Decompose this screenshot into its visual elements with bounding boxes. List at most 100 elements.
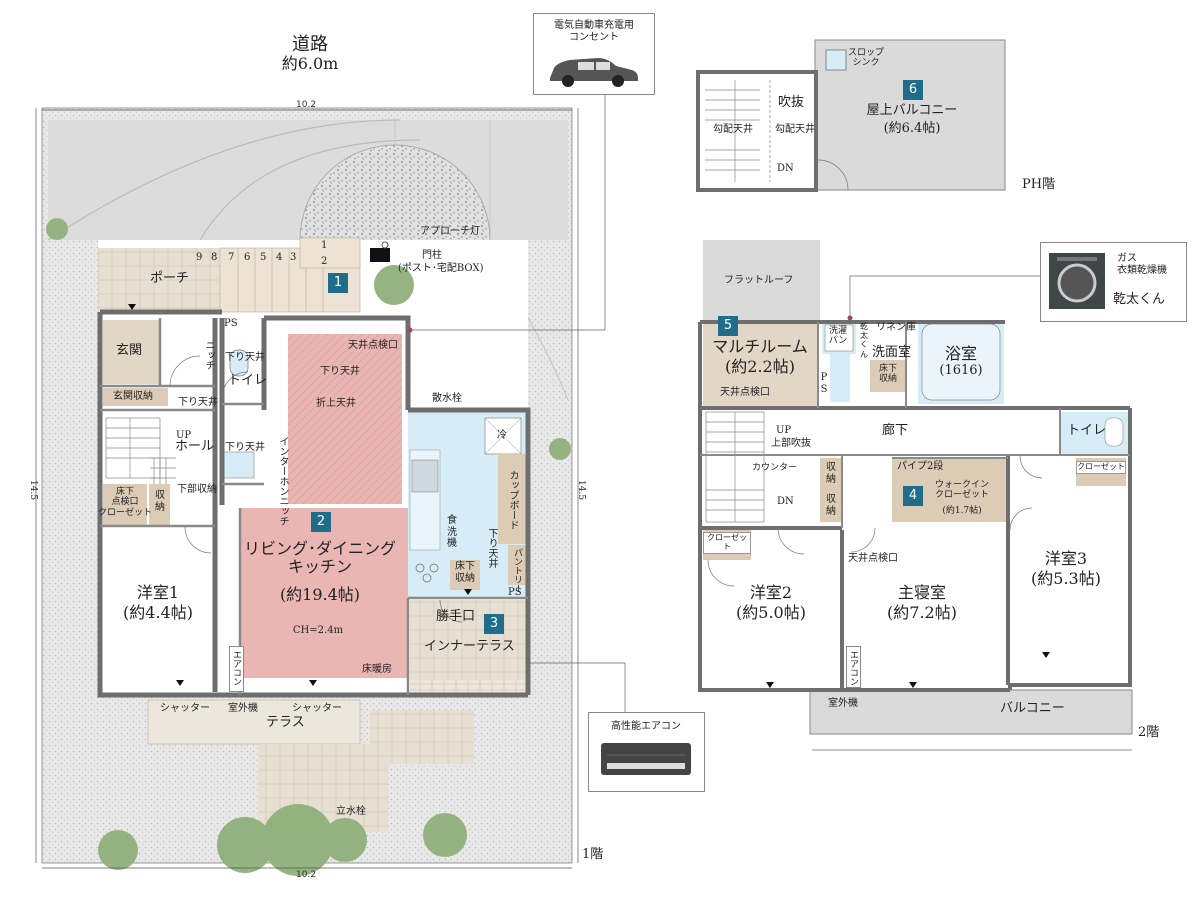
badge-1: 1 [328, 273, 348, 293]
master-size: (約7.2帖) [887, 603, 957, 622]
slop-sink-label: スロップ シンク [847, 48, 885, 69]
approach-light-label: アプローチ灯 [420, 226, 480, 237]
inner-terrace-label: インナーテラス [424, 639, 515, 654]
dryer-icon [1049, 253, 1105, 309]
badge-2: 2 [311, 512, 331, 532]
step-8: 8 [211, 252, 218, 263]
roof-balcony-size: (約6.4帖) [883, 121, 941, 136]
fridge-label: 冷 [497, 430, 507, 441]
standpipe-label: 立水栓 [336, 806, 366, 817]
water-tap-label: 散水栓 [432, 393, 462, 404]
linen-label: リネン庫 [876, 322, 916, 333]
master-label: 主寝室 [897, 583, 947, 602]
gate-post-label: 門柱 [422, 250, 442, 261]
aircon-label-floor2: エアコン [848, 650, 858, 686]
hall-label: ホール [175, 439, 215, 454]
outdoor-unit-label-floor2: 室外機 [828, 698, 858, 709]
dimension-right: 14.5 [576, 480, 586, 501]
door-marker-master [909, 682, 917, 688]
ps-label-kitchen: PS [508, 587, 522, 598]
roof-balcony-label: 屋上バルコニー [866, 103, 958, 118]
step-5: 5 [260, 252, 267, 263]
atrium-label: 吹抜 [778, 95, 805, 110]
bathroom-size: (1616) [939, 363, 983, 378]
porch-label: ポーチ [150, 271, 190, 286]
intercom-niche-label: インターホンニッチ [277, 436, 288, 526]
entrance-storage-label: 玄関収納 [113, 391, 153, 402]
aircon-unit-floor2 [846, 646, 861, 688]
cupboard-label: カップボード [507, 470, 518, 530]
ceiling-inspection-multi: 天井点検口 [720, 387, 770, 398]
back-door-label: 勝手口 [436, 609, 476, 624]
balcony-floor2 [809, 689, 1133, 735]
flat-roof-label: フラットルーフ [724, 275, 794, 286]
niche-label: ニッチ [203, 340, 214, 370]
aircon-icon [601, 743, 691, 775]
gate-post [370, 248, 390, 262]
floor-heating-label: 床暖房 [362, 664, 392, 675]
corridor-label: 廊下 [882, 423, 909, 438]
ldk-ceiling-hatched [288, 334, 402, 504]
storage-label-floor2-a: 収 納 [826, 462, 836, 485]
ldk-label: リビング･ダイニング キッチン [243, 539, 397, 577]
dishwasher-label: 食 洗 機 [447, 515, 457, 549]
bathroom-label: 浴室 [944, 344, 978, 363]
ev-outlet-label: 電気自動車充電用 コンセント [554, 20, 634, 43]
ceiling-height-label: CH=2.4m [292, 625, 344, 636]
slope-ceiling-a: 勾配天井 [713, 124, 753, 135]
shutter-label-1: シャッター [160, 703, 210, 714]
walkin-label: ウォークイン クローゼット [934, 480, 990, 501]
floor1-stairs [105, 417, 176, 484]
badge-5: 5 [718, 316, 738, 336]
gate-post-sub: (ポスト･宅配BOX) [398, 263, 484, 274]
kanta-label: 乾 太 く ん [860, 322, 868, 359]
underfloor-storage-kitchen: 床下 収納 [455, 561, 475, 584]
up-label-floor2: UP [776, 425, 792, 436]
laundry-pan-label: 洗濯 パン [828, 326, 848, 347]
door-marker-western3 [1042, 652, 1050, 658]
entrance-floor [103, 320, 160, 384]
lowered-ceiling-ldk: 下り天井 [320, 366, 360, 377]
ps-label-floor2: P S [820, 372, 828, 395]
pipe2-label: パイプ2段 [897, 461, 944, 472]
car-icon [550, 58, 638, 87]
lowered-ceiling-toilet: 下り天井 [225, 352, 265, 363]
terrace [147, 699, 361, 745]
lowered-ceiling-wash: 下り天井 [225, 442, 265, 453]
gas-dryer-callout: ガス 衣類乾燥機 乾太くん [1040, 242, 1187, 322]
western2-label: 洋室2 [749, 583, 793, 602]
folded-ceiling-label: 折上天井 [316, 398, 356, 409]
road-width: 約6.0m [281, 54, 339, 73]
step-2: 2 [321, 256, 328, 267]
ceiling-inspection-floor1: 天井点検口 [348, 340, 398, 351]
shutter-label-2: シャッター [292, 703, 342, 714]
washroom-label: 洗面室 [872, 345, 912, 360]
closet-tag-western3: クローゼット [1076, 461, 1126, 474]
storage-label-floor2-b: 収 納 [826, 494, 836, 517]
aircon-label-floor1: エアコン [231, 650, 241, 686]
toilet-label-floor2: トイレ [1067, 423, 1107, 438]
closet-tag-western2: クローゼット [703, 532, 751, 554]
step-4: 4 [276, 252, 283, 263]
dimension-bottom: 10.2 [296, 870, 317, 880]
step-6: 6 [244, 252, 251, 263]
under-storage-label: 下部収納 [177, 484, 217, 495]
step-7: 7 [228, 252, 235, 263]
ph-floor-label: PH階 [1022, 177, 1056, 192]
western3-size: (約5.3帖) [1031, 569, 1101, 588]
underfloor-closet-label: 床下 点検口 クローゼット [97, 487, 153, 518]
inner-terrace-floor [410, 600, 526, 694]
western2-size: (約5.0帖) [736, 603, 806, 622]
road-label: 道路 [292, 34, 328, 55]
gas-dryer-small-label: ガス 衣類乾燥機 [1117, 253, 1167, 276]
terrace-label: テラス [266, 715, 305, 730]
trees [46, 218, 571, 876]
hp-aircon-callout: 高性能エアコン [588, 712, 705, 792]
door-marker-western2 [766, 682, 774, 688]
badge-4: 4 [903, 486, 923, 506]
outdoor-unit-label-floor1: 室外機 [228, 703, 258, 714]
ceiling-inspection-master: 天井点検口 [848, 553, 898, 564]
badge-6: 6 [903, 80, 923, 100]
gas-dryer-name: 乾太くん [1113, 292, 1166, 307]
